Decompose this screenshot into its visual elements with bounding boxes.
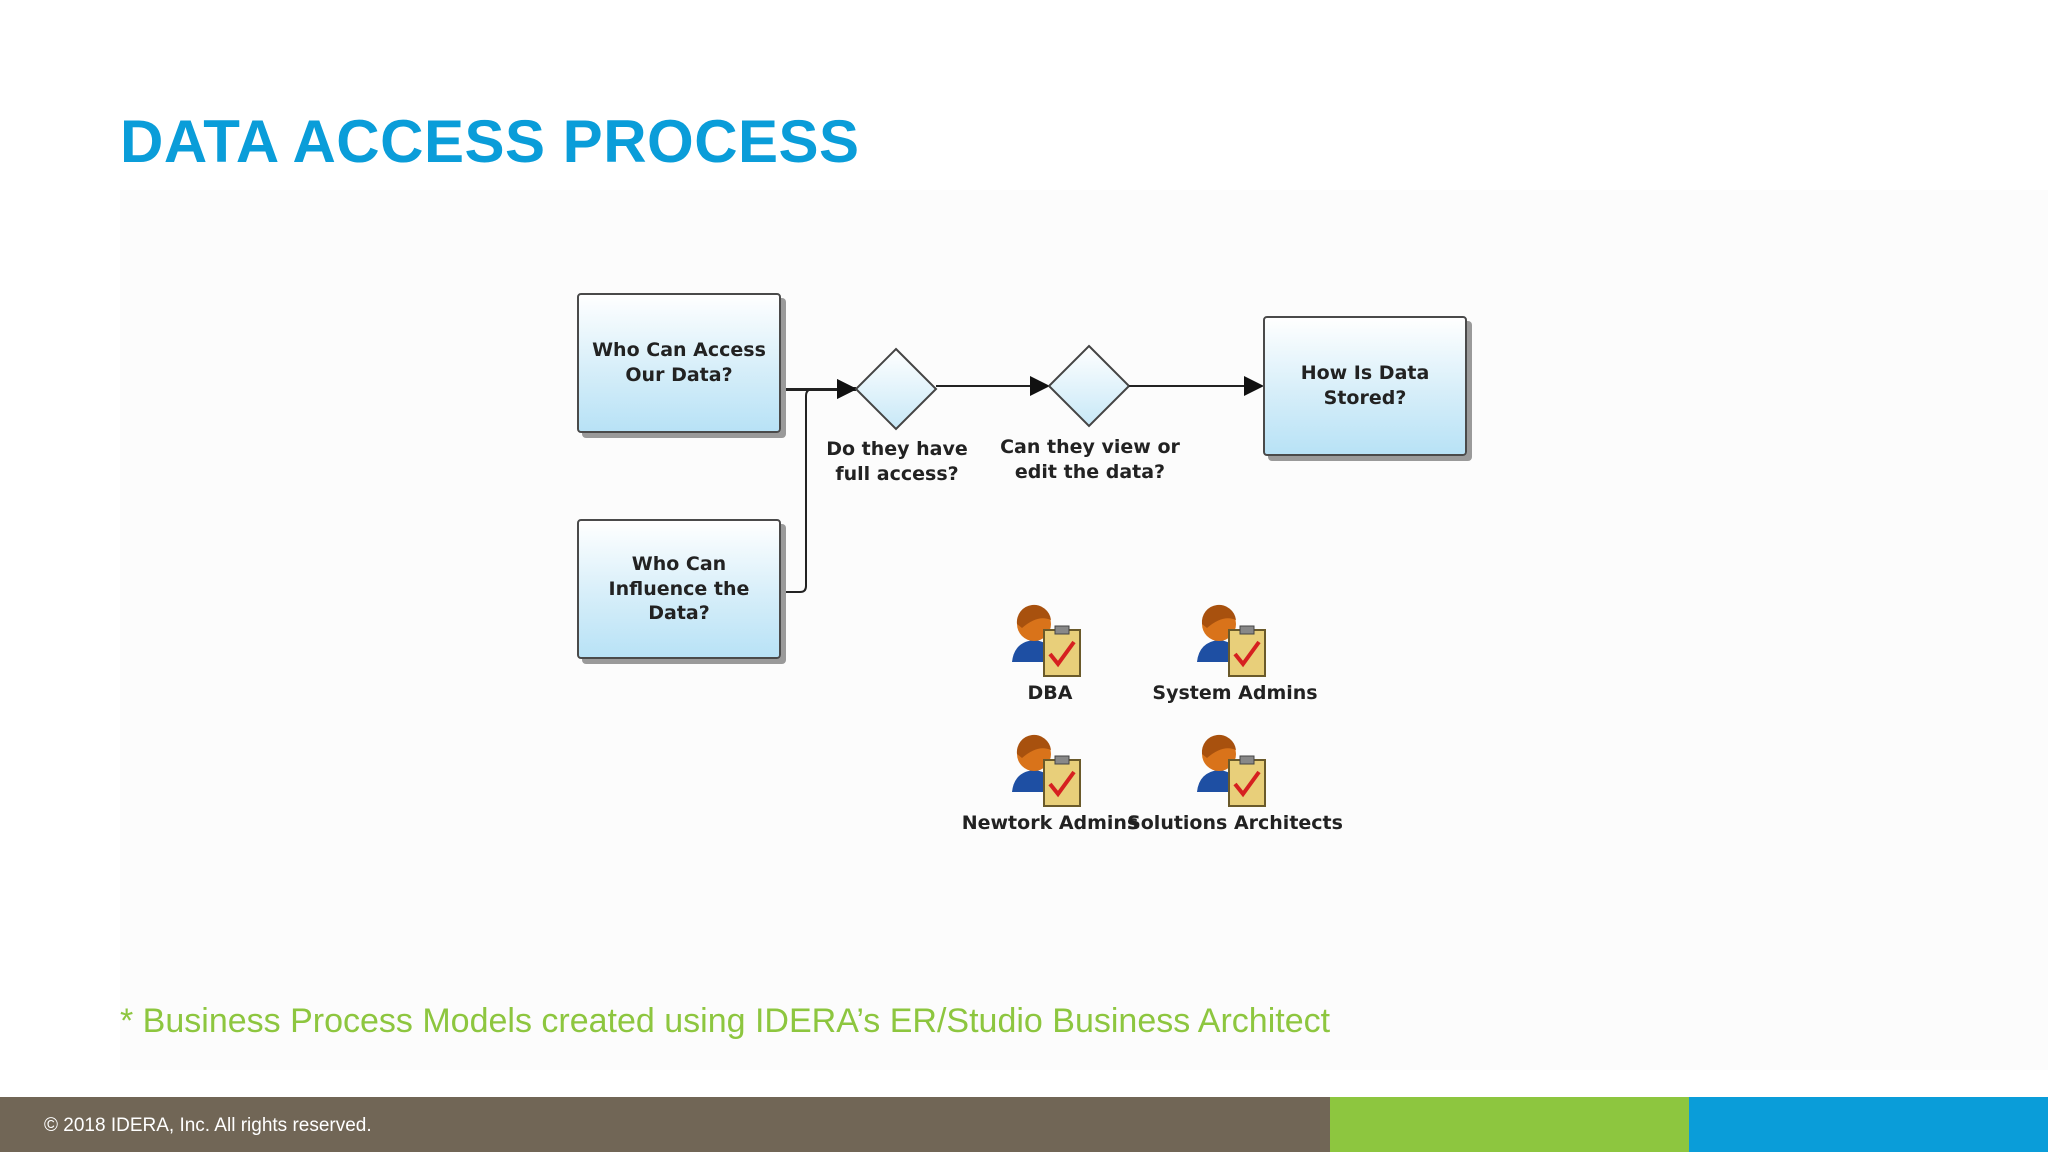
role-label-network-admins: Newtork Admins (961, 812, 1139, 834)
role-label-solutions-architects: Solutions Architects (1127, 812, 1343, 834)
footer-brown-segment (0, 1097, 1330, 1152)
footer-bar: © 2018 IDERA, Inc. All rights reserved. (0, 1097, 2048, 1152)
box-who-can-access: Who Can Access Our Data? (577, 293, 781, 433)
copyright: © 2018 IDERA, Inc. All rights reserved. (44, 1115, 372, 1136)
gateway-full-access-shape (854, 347, 938, 431)
slide-title: DATA ACCESS PROCESS (120, 108, 860, 175)
role-label-dba: DBA (1027, 682, 1073, 704)
connector-lines (782, 344, 1264, 593)
footer-green-segment (1330, 1097, 1689, 1152)
footnote: * Business Process Models created using … (120, 1002, 1331, 1040)
diagram-canvas: Who Can Access Our Data? Who Can Influen… (120, 190, 2048, 1070)
box-who-can-influence: Who Can Influence the Data? (577, 519, 781, 659)
footer-blue-segment (1689, 1097, 2048, 1152)
gateway-view-edit-label: Can they view or edit the data? (1000, 436, 1180, 483)
user-role-icon (1197, 604, 1266, 677)
user-role-icon (1197, 734, 1266, 807)
connector-influence-to-gateway (782, 379, 857, 593)
user-role-icon (1012, 734, 1081, 807)
gateway-full-access-label: Do they have full access? (826, 438, 968, 485)
role-label-system-admins: System Admins (1152, 682, 1318, 704)
user-role-icon (1012, 604, 1081, 677)
gateway-view-edit-shape (1047, 344, 1131, 428)
box-how-is-data-stored: How Is Data Stored? (1263, 316, 1467, 456)
